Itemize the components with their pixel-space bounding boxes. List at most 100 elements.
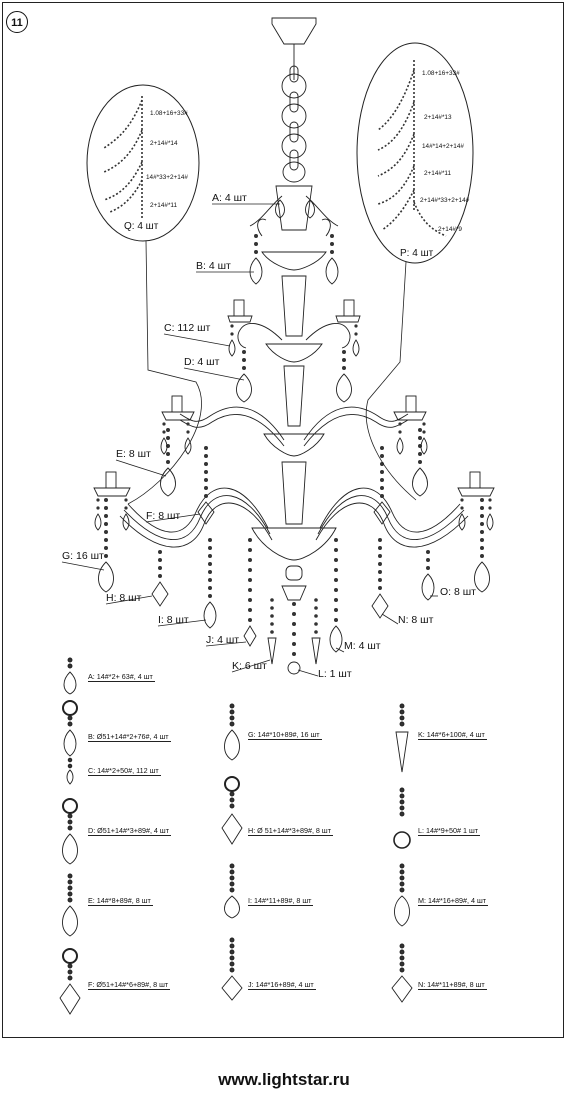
legend-item-F: [59, 948, 81, 1015]
chain-O-right: [426, 550, 430, 570]
callout-I: I: 8 шт: [158, 614, 189, 626]
legend-item-C: [66, 757, 74, 785]
legend-label-B: B: Ø51+14#*2+76#, 4 шт: [88, 732, 171, 742]
pendant-K-left: [267, 637, 277, 665]
upper-arm-right: [305, 323, 351, 349]
legend-item-G: [224, 703, 240, 761]
legend-item-A: [63, 657, 77, 695]
detail-p-note-2: 2+14#*13: [424, 114, 452, 121]
detail-q-note-4: 2+14#*11: [150, 202, 178, 209]
pendant-I: [203, 601, 217, 629]
pendant-B-right: [325, 257, 339, 285]
swag-chains: [103, 60, 447, 237]
middle-bowl: [263, 433, 325, 457]
legend-label-A: A: 14#*2+ 63#, 4 шт: [88, 672, 155, 682]
lower-arm-left: [127, 487, 269, 533]
pendant-F-right: [373, 501, 391, 525]
upper-arm-left: [237, 323, 283, 349]
chain-D: [242, 350, 346, 370]
chain-G-left: [104, 498, 108, 558]
detail-q-label: Q: 4 шт: [124, 221, 159, 232]
legend-item-D: [62, 798, 78, 865]
pendant-G-right: [474, 561, 490, 593]
callout-J: J: 4 шт: [206, 634, 240, 646]
legend-label-F: F: Ø51+14#*6+89#, 8 шт: [88, 980, 171, 990]
detail-q-note-1: 1.08+16+33#: [150, 110, 188, 117]
detail-p-note-1: 1.08+16+33#: [422, 70, 460, 77]
pendant-M: [329, 625, 343, 653]
pendant-A-right: [305, 199, 315, 219]
detail-connector-lines: [127, 240, 417, 505]
legend-item-B: [62, 700, 78, 757]
detail-p-label: P: 4 шт: [400, 248, 434, 259]
pendant-F-left: [197, 501, 215, 525]
central-column-middle: [283, 365, 305, 427]
legend-label-H: H: Ø 51+14#*3+89#, 8 шт: [248, 826, 333, 836]
pendants: [94, 199, 494, 675]
legend-label-E: E: 14#*8+89#, 8 шт: [88, 896, 153, 906]
page-number: 11: [6, 11, 28, 33]
detail-oval-q: [86, 84, 200, 242]
legend-label-I: I: 14#*11+89#, 8 шт: [248, 896, 314, 906]
chain-links: [289, 65, 299, 171]
legend-item-L: [393, 787, 411, 849]
callout-N: N: 8 шт: [398, 614, 434, 626]
detail-q-note-2: 2+14#*14: [150, 140, 178, 147]
upper-bowl: [261, 251, 327, 271]
pendant-J: [243, 625, 257, 647]
callout-F: F: 8 шт: [146, 510, 181, 522]
leader-lines: [61, 203, 438, 677]
legend-label-M: M: 14#*16+89#, 4 шт: [418, 896, 489, 906]
pendant-N: [371, 593, 389, 619]
legend-item-K: [395, 703, 409, 773]
bead-chains: [96, 234, 492, 656]
chain-N-right: [378, 538, 382, 590]
pendant-L: [287, 661, 301, 675]
middle-arm-left: [179, 406, 285, 441]
pendant-E-left: [160, 467, 176, 497]
pendant-D-left: [236, 373, 252, 403]
detail-p-note-3: 14#*14+2+14#: [422, 143, 464, 150]
top-crown: [275, 185, 313, 231]
callout-O: O: 8 шт: [440, 586, 476, 598]
pendant-K-right: [311, 637, 321, 665]
callout-B: B: 4 шт: [196, 260, 231, 272]
legend-label-K: K: 14#*6+100#, 4 шт: [418, 730, 487, 740]
chain-G-right: [480, 498, 484, 558]
chain-F: [204, 446, 384, 498]
pendant-D-right: [336, 373, 352, 403]
legend-pendants: [59, 657, 413, 1015]
chain-small-C: [96, 324, 492, 510]
callout-C: C: 112 шт: [164, 322, 211, 334]
detail-oval-p: [356, 42, 474, 264]
legend-label-J: J: 14#*16+89#, 4 шт: [248, 980, 316, 990]
detail-p-note-5: 2+14#*33+2+14#: [420, 197, 470, 204]
pendant-O: [421, 573, 435, 601]
legend-item-E: [62, 873, 78, 937]
detail-p-note-4: 2+14#*11: [424, 170, 452, 177]
legend-item-H: [221, 776, 243, 845]
pendant-G-left: [98, 561, 114, 593]
central-column-lower: [281, 461, 307, 525]
chain-B: [254, 234, 334, 254]
chain-E: [166, 428, 422, 464]
pendant-H: [151, 581, 169, 607]
detail-q-note-3: 14#*33+2+14#: [146, 174, 188, 181]
middle-arm-right: [303, 406, 409, 441]
legend-label-N: N: 14#*11+89#, 8 шт: [418, 980, 487, 990]
chain-L: [292, 602, 296, 656]
callout-K: K: 6 шт: [232, 660, 267, 672]
chain-J: [248, 538, 252, 622]
chain-K: [270, 598, 318, 634]
footer-url: www.lightstar.ru: [218, 1070, 350, 1089]
chain-M: [334, 538, 338, 622]
legend-item-I: [224, 863, 240, 919]
central-column-upper: [281, 275, 307, 337]
legend-item-N: [391, 943, 413, 1003]
pendant-E-right: [412, 467, 428, 497]
callout-H: H: 8 шт: [106, 592, 142, 604]
callout-E: E: 8 шт: [116, 448, 151, 460]
pendant-A-left: [275, 199, 285, 219]
legend-label-C: C: 14#*2+50#, 112 шт: [88, 766, 161, 776]
